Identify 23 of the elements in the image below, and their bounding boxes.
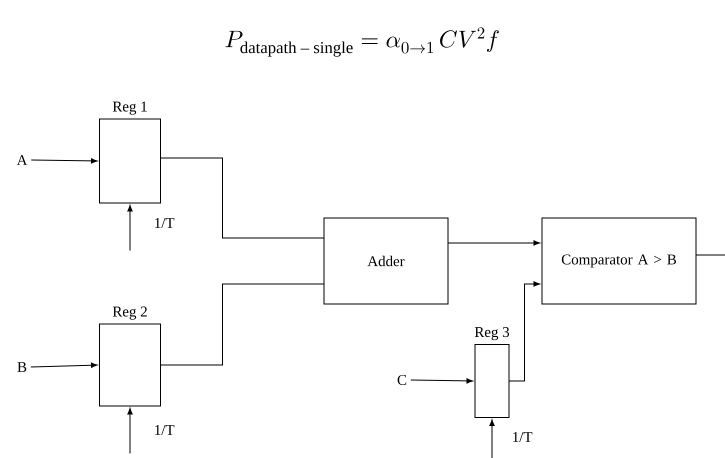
arrow xyxy=(30,362,98,368)
arrow xyxy=(127,408,133,454)
formula-title: $P_{\text{datapath -- single}} = \alpha_{0 \rightarrow 1}\, C V^{2} f$ xyxy=(225,27,499,57)
register-box: Reg 2 xyxy=(99,306,161,406)
input-label: B xyxy=(17,362,26,372)
connector-line xyxy=(160,284,324,366)
input-label: C xyxy=(398,374,406,385)
arrow xyxy=(410,378,473,384)
clock-label: 1/T xyxy=(155,425,174,435)
arrow xyxy=(489,420,495,458)
register-box: Reg 3 xyxy=(474,327,510,418)
connector-line xyxy=(160,158,324,238)
block-box: Adder xyxy=(324,218,448,304)
clock-label: 1/T xyxy=(513,432,532,442)
arrow xyxy=(30,158,98,164)
block-box: Comparator A > B xyxy=(542,218,696,304)
arrow xyxy=(509,281,540,382)
clock-label: 1/T xyxy=(155,218,174,228)
arrow xyxy=(448,240,540,246)
connector-line xyxy=(696,254,725,256)
input-label: A xyxy=(16,155,28,165)
arrow xyxy=(127,205,133,251)
register-box: Reg 1 xyxy=(99,102,161,204)
